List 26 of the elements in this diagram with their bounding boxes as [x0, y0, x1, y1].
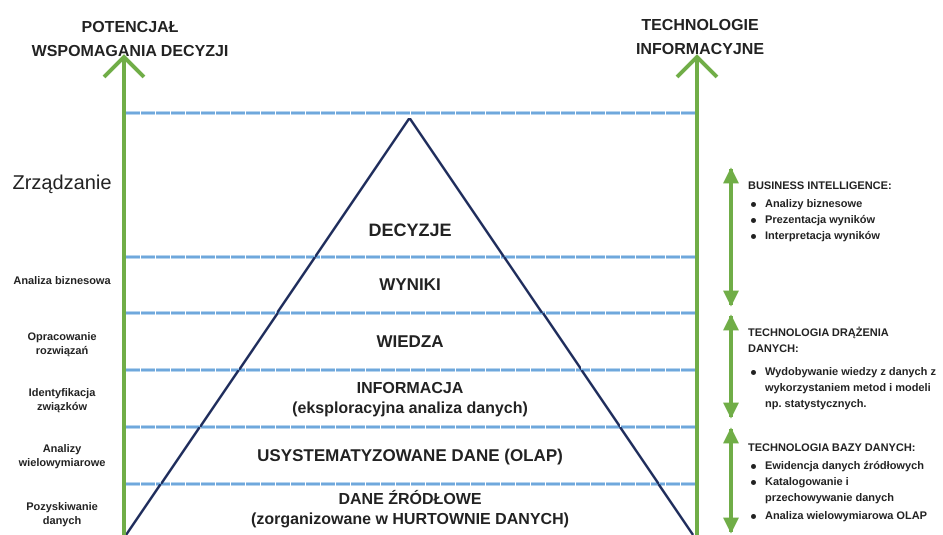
bullet-text: Ewidencja danych źródłowych — [765, 459, 925, 474]
bullet-text: Analiza wielowymiarowa OLAP — [765, 509, 928, 524]
bullet-text: Analizy biznesowe — [765, 197, 864, 212]
section-heading: TECHNOLOGIA DRĄŻENIA DANYCH: — [748, 326, 890, 357]
level-label: (eksploracyjna analiza danych) — [292, 398, 528, 418]
bullet-text: Prezentacja wyników — [765, 213, 876, 228]
side-label: Opracowanie rozwiązań — [26, 330, 98, 359]
axis-title: TECHNOLOGIE INFORMACYJNE — [634, 16, 765, 60]
side-label: Zrządzanie — [12, 171, 112, 196]
level-label: WYNIKI — [379, 274, 441, 296]
bullet-text: Katalogowanie i przechowywanie danych — [765, 475, 895, 506]
axis-title: POTENCJAŁ WSPOMAGANIA DECYZJI — [30, 18, 230, 62]
level-label: USYSTEMATYZOWANE DANE (OLAP) — [257, 444, 563, 466]
bullet-text: Wydobywanie wiedzy z danych z wykorzystaniem metod i modeli np. statystycznych. — [765, 365, 937, 412]
level-label: INFORMACJA — [356, 378, 464, 398]
side-label: Analiza biznesowa — [12, 274, 112, 288]
section-heading: TECHNOLOGIA BAZY DANYCH: — [748, 441, 916, 456]
level-label: DECYZJE — [368, 218, 452, 241]
side-label: Analizy wielowymiarowe — [18, 442, 106, 471]
level-label: (zorganizowane w HURTOWNIE DANYCH) — [251, 510, 569, 530]
section-heading: BUSINESS INTELLIGENCE: — [748, 179, 893, 194]
bullet-text: Interpretacja wyników — [765, 229, 881, 244]
side-label: Pozyskiwanie danych — [25, 500, 99, 529]
level-label: WIEDZA — [376, 330, 444, 352]
level-label: DANE ŹRÓDŁOWE — [338, 490, 482, 510]
side-label: Identyfikacja związków — [28, 386, 96, 415]
